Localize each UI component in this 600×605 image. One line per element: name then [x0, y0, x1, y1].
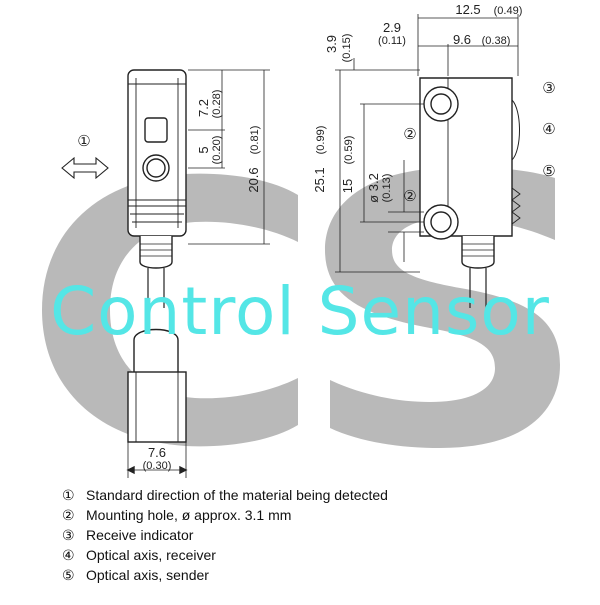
dim-hole-dia-inch: (0.13)	[381, 174, 393, 203]
dim-hole-dia: ø 3.2	[366, 173, 381, 203]
dim-hole-spacing: 15	[340, 179, 355, 193]
mounting-hole-bottom	[423, 204, 459, 240]
mounting-hole-top	[423, 86, 459, 122]
watermark-brand-text: Control Sensor	[50, 273, 550, 350]
legend: ① Standard direction of the material bei…	[62, 485, 562, 585]
mount-cable	[461, 236, 495, 269]
legend-number: ⑤	[62, 566, 75, 583]
watermark-letter-s	[325, 167, 560, 449]
dim-indicator-len-inch: (0.20)	[211, 136, 223, 165]
dim-body-height-inch: (0.81)	[249, 126, 261, 155]
sensor-body-outline	[127, 69, 187, 237]
dim-hole-spacing-inch: (0.59)	[343, 136, 355, 165]
callout-2-lower: ②	[403, 188, 416, 205]
receive-window	[144, 117, 168, 143]
dim-total-height: 25.1	[312, 167, 327, 192]
sensor-mount-view	[419, 77, 521, 308]
watermark-letter-c	[42, 173, 298, 447]
callout-3: ③	[542, 80, 555, 97]
legend-item: ③ Receive indicator	[62, 525, 562, 545]
sensor-side-view	[127, 69, 187, 308]
legend-number: ②	[62, 506, 75, 523]
dim-top-offset-inch: (0.15)	[341, 34, 353, 63]
dim-top-offset: 3.9	[324, 35, 339, 53]
right-dimension-lines	[335, 14, 519, 273]
legend-number: ①	[62, 486, 75, 503]
dim-indicator-len: 5	[196, 146, 211, 153]
legend-text: Mounting hole, ø approx. 3.1 mm	[86, 507, 292, 523]
dim-front-width: 7.6	[148, 445, 166, 460]
watermark-letters	[42, 167, 560, 449]
dim-axis-offset-inch: (0.28)	[211, 90, 223, 119]
legend-text: Receive indicator	[86, 527, 194, 543]
legend-item: ① Standard direction of the material bei…	[62, 485, 562, 505]
left-dimension-lines	[188, 69, 270, 245]
callout-1: ①	[77, 133, 90, 150]
dim-offset-small: 2.9	[383, 20, 401, 35]
legend-item: ④ Optical axis, receiver	[62, 545, 562, 565]
dim-offset-small-inch: (0.11)	[378, 35, 406, 47]
sensor-front-view	[126, 328, 188, 478]
front-body-outline	[127, 371, 187, 443]
dim-axis-offset: 7.2	[196, 99, 211, 117]
legend-text: Optical axis, sender	[86, 567, 209, 583]
dim-total-height-inch: (0.99)	[315, 126, 327, 155]
dim-width-body-inch: (0.38)	[482, 35, 511, 47]
legend-item: ② Mounting hole, ø approx. 3.1 mm	[62, 505, 562, 525]
legend-text: Standard direction of the material being…	[86, 487, 388, 503]
dim-width-total: 12.5	[455, 2, 480, 17]
material-direction-arrow	[61, 156, 109, 180]
legend-text: Optical axis, receiver	[86, 547, 216, 563]
legend-number: ③	[62, 526, 75, 543]
dim-width-total-inch: (0.49)	[494, 5, 523, 17]
callout-4: ④	[542, 121, 555, 138]
dim-width-body: 9.6	[453, 32, 471, 47]
dim-body-height: 20.6	[246, 167, 261, 192]
callout-5: ⑤	[542, 163, 555, 180]
callout-2-upper: ②	[403, 126, 416, 143]
legend-item: ⑤ Optical axis, sender	[62, 565, 562, 585]
cable-connector	[139, 236, 173, 269]
legend-number: ④	[62, 546, 75, 563]
dim-front-width-inch: (0.30)	[143, 460, 172, 472]
